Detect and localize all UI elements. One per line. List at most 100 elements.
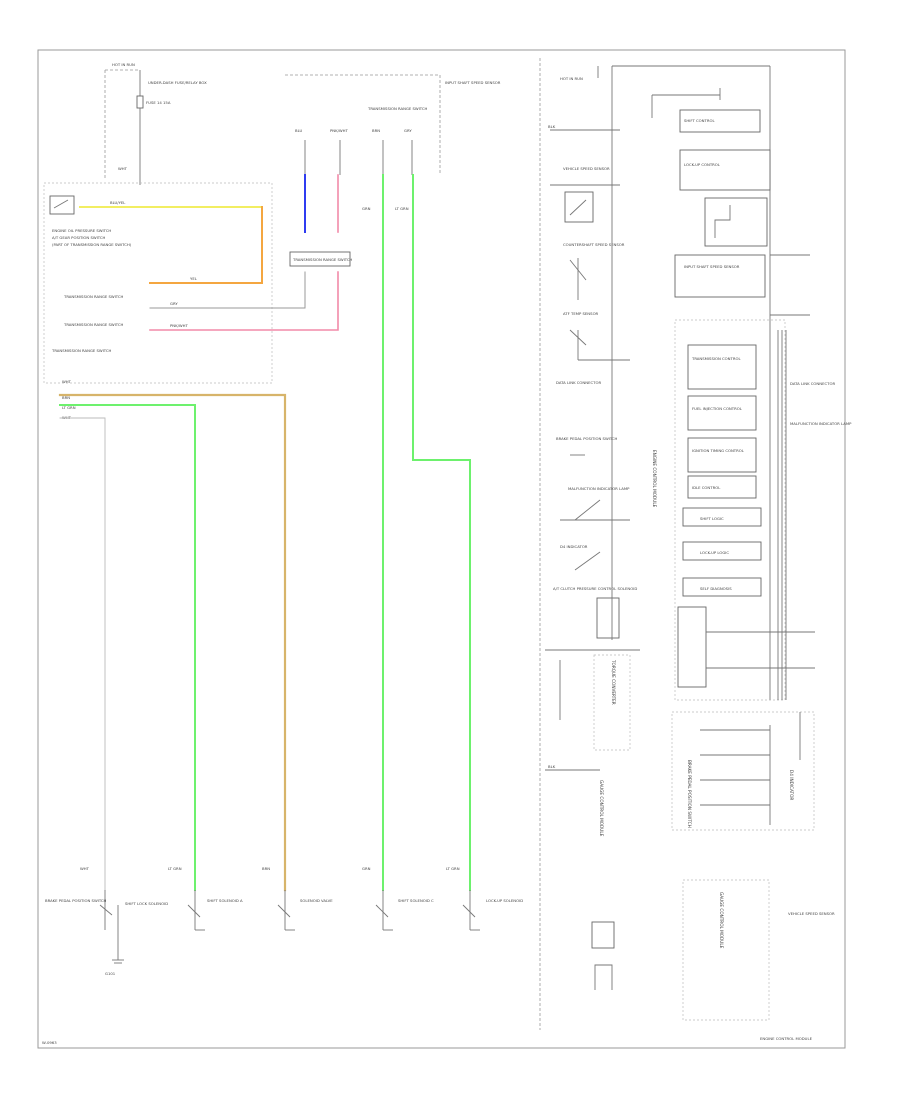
fuse-icon: [136, 95, 144, 109]
wire-label-ltgrn-c: LT GRN: [395, 206, 409, 211]
ecm-block-1-label: FUEL INJECTION CONTROL: [692, 406, 743, 411]
module-bottom-label: ENGINE CONTROL MODULE: [760, 1036, 813, 1041]
lower-right-box: [671, 711, 815, 831]
lockup-ctrl-label: LOCK-UP CONTROL: [684, 162, 721, 167]
switch-icon-group: [49, 195, 75, 215]
wire-label-grn-c: GRN: [362, 206, 371, 211]
brake-sw-label: BRAKE PEDAL POSITION SWITCH: [45, 898, 107, 903]
range-switch-box: [43, 182, 273, 384]
wire-ltgreen-center-2: [412, 174, 471, 891]
ecm-shift-ctrl-box: [679, 109, 761, 133]
wire-pink-lower: [149, 271, 339, 331]
ecm-block-1: [687, 395, 757, 431]
counter-label: COUNTERSHAFT SPEED SENSOR: [563, 242, 625, 247]
wire-tan: [58, 393, 287, 892]
wire-label-brn-b: BRN: [262, 866, 270, 871]
ecm-block-5-label: LOCK-UP LOGIC: [700, 550, 729, 555]
lower-connector-box: [591, 921, 615, 949]
vss-gauge-label: VEHICLE SPEED SENSOR: [788, 911, 835, 916]
wire-label-brn-top: BRN: [372, 128, 380, 133]
tp-sensor-top-label: TRANSMISSION RANGE SWITCH: [367, 106, 428, 111]
mil-label: MALFUNCTION INDICATOR LAMP: [568, 486, 630, 491]
ecm-block-3: [687, 475, 757, 499]
wire-orange: [149, 206, 263, 284]
ecm-block-3-label: IDLE CONTROL: [692, 485, 721, 490]
center-top-block: TRANSMISSION RANGE SWITCH INPUT SHAFT SP…: [285, 74, 501, 175]
ecm-output-box: [677, 606, 707, 688]
wire-label-gry: GRY: [170, 301, 178, 306]
tcc-label: TORQUE CONVERTER: [611, 659, 616, 705]
wire-label-wht-l: WHT: [62, 379, 72, 384]
ecm-block-6: [682, 577, 762, 597]
gauge-vert-label: GAUGE CONTROL MODULE: [599, 780, 604, 837]
wire-label-grn-b: GRN: [362, 866, 371, 871]
data-link-label: DATA LINK CONNECTOR: [556, 380, 601, 385]
wire-label-ltgrn-l: LT GRN: [62, 405, 76, 410]
wire-gray-1: [149, 271, 306, 309]
wire-label-wht-top: WHT: [118, 166, 128, 171]
wire-label-pnk: PNK/WHT: [170, 323, 189, 328]
ecm-block-stack: TRANSMISSION CONTROL FUEL INJECTION CONT…: [682, 344, 762, 597]
wire-label-ltgrn-b2: LT GRN: [446, 866, 460, 871]
wire-label-wht-b: WHT: [80, 866, 90, 871]
a-t-clutch-label: A/T CLUTCH PRESSURE CONTROL SOLENOID: [553, 586, 637, 591]
wire-label-wht-l2: WHT: [62, 415, 72, 420]
wire-ltgreen-left: [59, 404, 196, 891]
sol-1-label: SHIFT SOLENOID A: [207, 898, 243, 903]
ecm-lockup-box: [679, 149, 771, 191]
ecm-block-0-label: TRANSMISSION CONTROL: [691, 356, 741, 361]
data-link-ecm: DATA LINK CONNECTOR: [790, 381, 835, 386]
ecm-block-5: [682, 541, 762, 561]
sw-line1-label: TRANSMISSION RANGE SWITCH: [63, 294, 124, 299]
gauge-box: [682, 879, 770, 1021]
right-switch-column: HOT IN RUN BLK VEHICLE SPEED SENSOR COUN…: [545, 66, 640, 990]
fuse-section: HOT IN RUN FUSE 14 15A UNDER-DASH FUSE/R…: [104, 62, 207, 185]
wire-label-gry-top: GRY: [404, 128, 412, 133]
brake-vert-label: BRAKE PEDAL POSITION SWITCH: [687, 760, 692, 828]
sw-line2-label: TRANSMISSION RANGE SWITCH: [63, 322, 124, 327]
speed-sensor-label: INPUT SHAFT SPEED SENSOR: [445, 80, 501, 85]
tp-sensor-label: TRANSMISSION RANGE SWITCH: [51, 348, 112, 353]
tcc-box: [593, 654, 631, 751]
sw-main2-label: (PART OF TRANSMISSION RANGE SWITCH): [52, 242, 132, 247]
gauge-label: GAUGE CONTROL MODULE: [719, 892, 724, 949]
brake-sw-right: BRAKE PEDAL POSITION SWITCH: [556, 436, 618, 441]
relay-coil: [714, 205, 731, 238]
d4-vert-label: D4 INDICATOR: [789, 770, 794, 800]
sol-2-label: SOLENOID VALVE: [300, 898, 333, 903]
wire-label-blk-r2: BLK: [548, 764, 556, 769]
gauge-section: GAUGE CONTROL MODULE VEHICLE SPEED SENSO…: [682, 879, 835, 1021]
engine-sensor-label: ENGINE OIL PRESSURE SWITCH: [52, 228, 111, 233]
ecm-block-4-label: SHIFT LOGIC: [700, 516, 724, 521]
fuse-box-label: UNDER-DASH FUSE/RELAY BOX: [148, 80, 207, 85]
wire-label-yel: YEL: [190, 276, 198, 281]
switch-icon: [49, 195, 75, 215]
diagram-frame: [37, 49, 846, 1049]
wire-label-ltgrn-b: LT GRN: [168, 866, 182, 871]
solenoid-row: BRAKE PEDAL POSITION SWITCH SHIFT LOCK S…: [45, 866, 523, 976]
d4-label: D4 INDICATOR: [560, 544, 588, 549]
lower-connector-shape: [594, 964, 613, 990]
ecm-block-4: [682, 507, 762, 527]
lower-right-block: BRAKE PEDAL POSITION SWITCH D4 INDICATOR: [671, 711, 815, 831]
ground-label: G101: [105, 971, 116, 976]
vss-label: VEHICLE SPEED SENSOR: [563, 166, 610, 171]
wire-label-blk-r1: BLK: [548, 124, 556, 129]
ecm-vertical-label: ENGINE CONTROL MODULE: [652, 450, 657, 508]
wire-label-blu-yel: BLU/YEL: [110, 200, 126, 205]
ecm-inner-box: [674, 319, 786, 701]
shift-ctrl-label: SHIFT CONTROL: [684, 118, 715, 123]
speed-sensor-ecm: INPUT SHAFT SPEED SENSOR: [684, 264, 740, 269]
ecm-block-6-label: SELF DIAGNOSIS: [700, 586, 732, 591]
ecm-block-2: [687, 437, 757, 473]
mil-ecm: MALFUNCTION INDICATOR LAMP: [790, 421, 852, 426]
sol-4-label: LOCK-UP SOLENOID: [486, 898, 523, 903]
shift-lock-label: SHIFT LOCK SOLENOID: [125, 901, 168, 906]
hot-run-label: HOT IN RUN: [112, 62, 135, 67]
hot-run-right: HOT IN RUN: [560, 76, 583, 81]
fuse-label: FUSE 14 15A: [146, 100, 171, 105]
ecm-relay-box: [704, 197, 768, 247]
sol-3-label: SHIFT SOLENOID C: [398, 898, 434, 903]
ecm-sensor-box: [674, 254, 766, 298]
ecm-block-2-label: IGNITION TIMING CONTROL: [692, 448, 745, 453]
